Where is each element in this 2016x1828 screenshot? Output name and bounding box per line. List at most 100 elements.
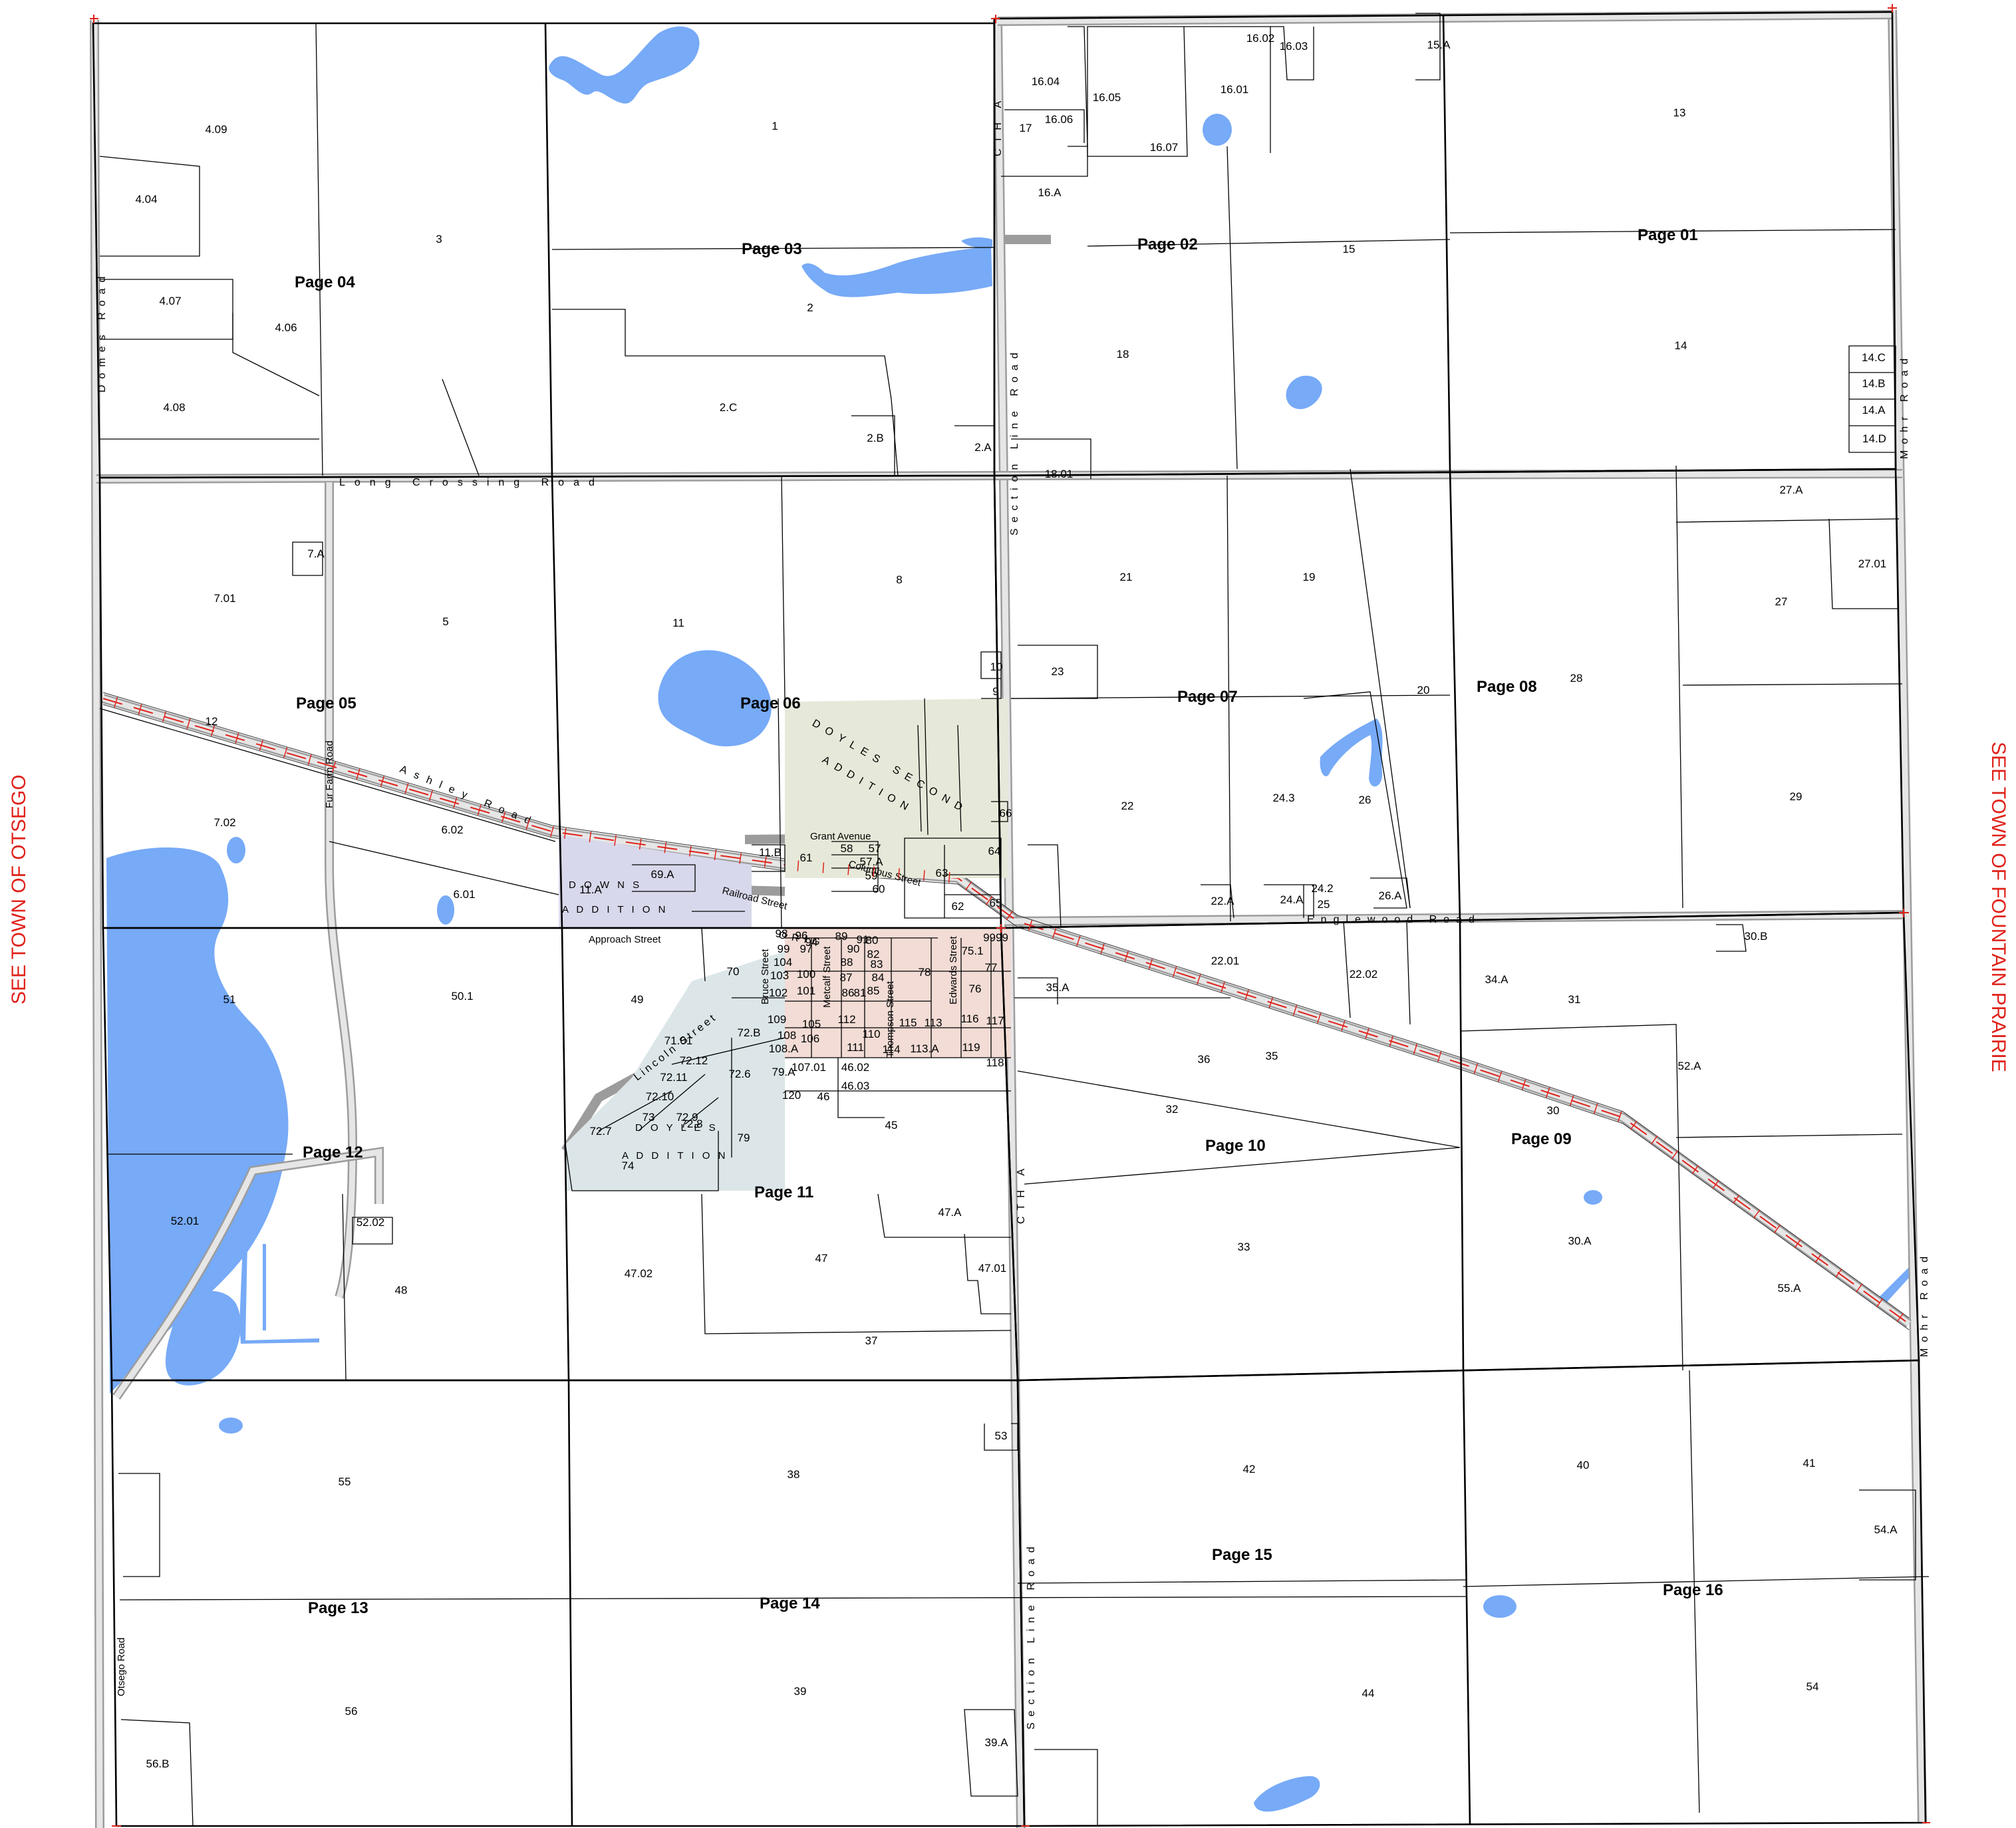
parcel-label[interactable]: 82: [867, 948, 880, 961]
parcel-label[interactable]: 10: [990, 661, 1003, 673]
parcel-label[interactable]: 119: [962, 1041, 980, 1054]
parcel-label[interactable]: 63: [936, 867, 948, 879]
parcel-label[interactable]: 99: [778, 943, 790, 955]
parcel-label[interactable]: 113.A: [910, 1042, 939, 1055]
parcel-label[interactable]: 103: [770, 969, 789, 982]
parcel-label[interactable]: 46.03: [841, 1080, 870, 1092]
parcel-label[interactable]: 16.01: [1221, 83, 1249, 96]
parcel-label[interactable]: 4.07: [159, 295, 181, 307]
parcel-label[interactable]: 34.A: [1485, 973, 1509, 986]
parcel-label[interactable]: 112: [837, 1013, 855, 1026]
parcel-label[interactable]: 116: [960, 1012, 978, 1025]
parcel-label[interactable]: 11: [672, 617, 684, 629]
page-label-09[interactable]: Page 09: [1511, 1130, 1572, 1148]
parcel-label[interactable]: 30.A: [1568, 1235, 1592, 1247]
parcel-label[interactable]: 66: [1000, 807, 1012, 820]
parcel-label[interactable]: 74: [622, 1159, 635, 1172]
parcel-label[interactable]: 16.07: [1150, 141, 1179, 154]
parcel-label[interactable]: 29: [1790, 790, 1802, 803]
parcel-label[interactable]: 23: [1052, 665, 1064, 678]
parcel-label[interactable]: 8: [896, 573, 902, 586]
parcel-label[interactable]: 35: [1266, 1050, 1278, 1062]
parcel-label[interactable]: 4.09: [205, 123, 227, 136]
parcel-label[interactable]: 57.A: [860, 855, 884, 868]
parcel-label[interactable]: 46.02: [841, 1061, 870, 1074]
parcel-label[interactable]: 42: [1243, 1463, 1256, 1475]
parcel-label[interactable]: 21: [1120, 571, 1133, 583]
parcel-label[interactable]: 26: [1359, 794, 1371, 806]
parcel-label[interactable]: 24.A: [1280, 893, 1304, 906]
parcel-label[interactable]: 14.C: [1862, 351, 1886, 364]
parcel-label[interactable]: 6.01: [453, 888, 475, 901]
parcel-label[interactable]: 91: [857, 933, 869, 946]
parcel-label[interactable]: 14.B: [1862, 377, 1886, 390]
parcel-label[interactable]: 83: [871, 958, 883, 971]
parcel-label[interactable]: 7.02: [214, 816, 235, 829]
parcel-label[interactable]: 22.02: [1350, 968, 1378, 981]
parcel-label[interactable]: 27.A: [1780, 484, 1804, 496]
page-label-14[interactable]: Page 14: [760, 1595, 820, 1612]
parcel-label[interactable]: 97: [800, 943, 813, 955]
parcel-label[interactable]: 52.01: [171, 1215, 200, 1227]
parcel-label[interactable]: 115: [899, 1016, 917, 1029]
parcel-label[interactable]: 107.01: [792, 1061, 826, 1074]
parcel-label[interactable]: 18.01: [1045, 468, 1074, 480]
parcel-label[interactable]: 72.B: [738, 1026, 761, 1039]
parcel-label[interactable]: 69.A: [651, 868, 675, 881]
parcel-label[interactable]: 76: [969, 983, 982, 995]
parcel-label[interactable]: 4.04: [135, 193, 157, 206]
page-label-06[interactable]: Page 06: [740, 694, 801, 712]
parcel-label[interactable]: 25: [1318, 898, 1330, 911]
parcel-label[interactable]: 2.B: [867, 432, 884, 444]
parcel-label[interactable]: 62: [952, 900, 964, 913]
parcel-label[interactable]: 55.A: [1778, 1282, 1802, 1295]
parcel-label[interactable]: 47.02: [625, 1267, 653, 1280]
parcel-label[interactable]: 48: [395, 1284, 408, 1296]
parcel-label[interactable]: 7.A: [307, 547, 325, 560]
parcel-label[interactable]: 114: [882, 1043, 900, 1056]
parcel-label[interactable]: 41: [1803, 1457, 1816, 1469]
parcel-label[interactable]: 30.B: [1745, 930, 1768, 943]
parcel-label[interactable]: 78: [919, 966, 931, 979]
parcel-label[interactable]: 96: [795, 929, 808, 942]
parcel-label[interactable]: 71.01: [664, 1034, 693, 1047]
parcel-label[interactable]: 72.6: [728, 1068, 750, 1080]
parcel-label[interactable]: 65: [990, 897, 1002, 909]
page-label-01[interactable]: Page 01: [1638, 226, 1698, 244]
parcel-label[interactable]: 11.A: [579, 883, 602, 896]
parcel-label[interactable]: 108.A: [769, 1042, 799, 1055]
parcel-label[interactable]: 27.01: [1858, 557, 1887, 570]
parcel-label[interactable]: 85: [867, 985, 880, 997]
parcel-label[interactable]: 47.01: [978, 1262, 1007, 1275]
parcel-label[interactable]: 4.08: [163, 401, 185, 414]
parcel-label[interactable]: 56.B: [146, 1757, 170, 1770]
parcel-label[interactable]: 70: [727, 965, 740, 978]
parcel-label[interactable]: 72.12: [680, 1054, 708, 1067]
parcel-label[interactable]: 32: [1166, 1103, 1179, 1116]
parcel-label[interactable]: 72.7: [589, 1125, 611, 1138]
parcel-label[interactable]: 59: [865, 869, 878, 882]
parcel-label[interactable]: 117: [986, 1014, 1004, 1027]
parcel-label[interactable]: 72.11: [660, 1071, 687, 1084]
parcel-label[interactable]: 88: [841, 956, 853, 969]
parcel-label[interactable]: 47: [815, 1252, 828, 1265]
parcel-label[interactable]: 16.03: [1280, 40, 1308, 53]
parcel-label[interactable]: 109: [768, 1013, 786, 1026]
parcel-label[interactable]: 14: [1675, 339, 1687, 352]
parcel-label[interactable]: 16.04: [1032, 75, 1060, 88]
page-label-11[interactable]: Page 11: [754, 1183, 813, 1201]
parcel-label[interactable]: 120: [782, 1089, 801, 1102]
parcel-label[interactable]: 40: [1577, 1459, 1590, 1471]
page-label-04[interactable]: Page 04: [295, 273, 355, 291]
parcel-label[interactable]: 1: [772, 120, 778, 132]
parcel-label[interactable]: 57: [869, 842, 881, 855]
parcel-label[interactable]: 49: [631, 993, 644, 1006]
parcel-label[interactable]: 14.A: [1862, 404, 1886, 416]
parcel-label[interactable]: 106: [801, 1032, 819, 1045]
parcel-label[interactable]: 108: [778, 1029, 796, 1042]
parcel-label[interactable]: 79: [738, 1132, 750, 1144]
parcel-label[interactable]: 89: [835, 930, 848, 943]
parcel-label[interactable]: 110: [862, 1028, 880, 1040]
parcel-label[interactable]: 73: [643, 1111, 655, 1124]
parcel-label[interactable]: 14.D: [1862, 432, 1886, 445]
